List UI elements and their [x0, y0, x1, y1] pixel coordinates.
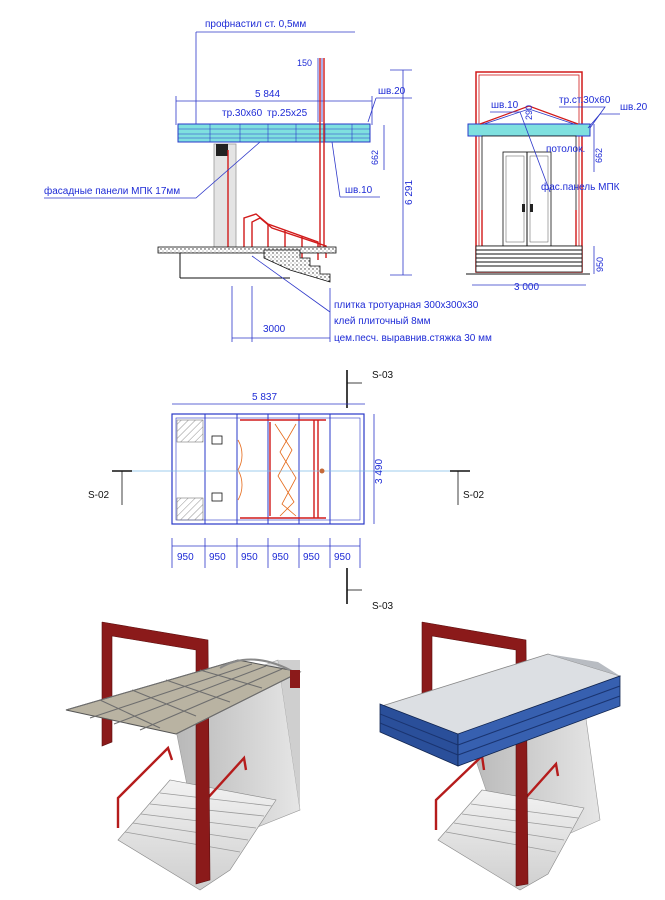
label-ceiling: потолок. — [546, 144, 585, 155]
label-front-weld-10: шв.10 — [491, 100, 519, 111]
label-front-dim-950: 950 — [595, 257, 605, 272]
label-bay-3: 950 — [241, 552, 258, 563]
label-bay-1: 950 — [177, 552, 194, 563]
label-front-tube: тр.ст.30х60 — [559, 95, 611, 106]
label-dim-3000: 3000 — [263, 324, 286, 335]
front-roof-band — [467, 123, 591, 137]
label-dim-150: 150 — [297, 58, 312, 68]
label-tube-30x60: тр.30х60 — [222, 108, 263, 119]
front-steps — [475, 245, 583, 273]
label-section-s03-bottom: S-03 — [372, 601, 394, 612]
plan-wall-top — [176, 419, 204, 443]
label-dim-662: 662 — [370, 150, 380, 165]
label-weld-10: шв.10 — [345, 185, 373, 196]
bay-dimensions: 950 950 950 950 950 950 — [171, 538, 361, 568]
label-dim-5837: 5 837 — [252, 392, 277, 403]
clad-render — [379, 621, 622, 891]
label-facade-panel: фас.панель МПК — [541, 181, 620, 193]
label-bay-2: 950 — [209, 552, 226, 563]
ground-slab — [157, 246, 337, 254]
label-front-dim-662: 662 — [594, 148, 604, 163]
note-adhesive: клей плиточный 8мм — [334, 316, 431, 327]
stair-steps — [263, 249, 331, 283]
note-tile: плитка тротуарная 300х300х30 — [334, 300, 479, 311]
label-bay-6: 950 — [334, 552, 351, 563]
label-roofing: профнастил ст. 0,5мм — [205, 18, 306, 30]
beam-head — [216, 144, 228, 156]
label-dim-290: 290 — [524, 105, 534, 120]
label-tube-25x25: тр.25х25 — [267, 108, 308, 119]
plan-view: S-03 5 837 S-02 — [88, 370, 485, 612]
side-elevation: профнастил ст. 0,5мм 150 5 844 шв.20 тр.… — [44, 18, 492, 344]
plan-wall-bottom — [176, 497, 204, 521]
label-section-s02-left: S-02 — [88, 490, 110, 501]
label-facade-panels: фасадные панели МПК 17мм — [44, 185, 180, 197]
label-section-s02-right: S-02 — [463, 490, 485, 501]
canopy-band — [177, 123, 371, 143]
frame-render — [65, 621, 302, 891]
label-bay-5: 950 — [303, 552, 320, 563]
label-section-s03-top: S-03 — [372, 370, 394, 381]
side-wall — [213, 143, 237, 249]
label-dim-3490: 3 490 — [374, 459, 385, 484]
label-weld-20: шв.20 — [378, 86, 406, 97]
label-dim-6291: 6 291 — [404, 180, 415, 205]
label-front-dim-3000: 3 000 — [514, 282, 539, 293]
label-front-weld-20: шв.20 — [620, 102, 648, 113]
label-bay-4: 950 — [272, 552, 289, 563]
note-screed: цем.песч. выравнив.стяжка 30 мм — [334, 333, 492, 344]
label-dim-5844: 5 844 — [255, 89, 280, 100]
front-elevation: шв.10 290 тр.ст.30х60 шв.20 потолок. фас… — [466, 71, 648, 293]
